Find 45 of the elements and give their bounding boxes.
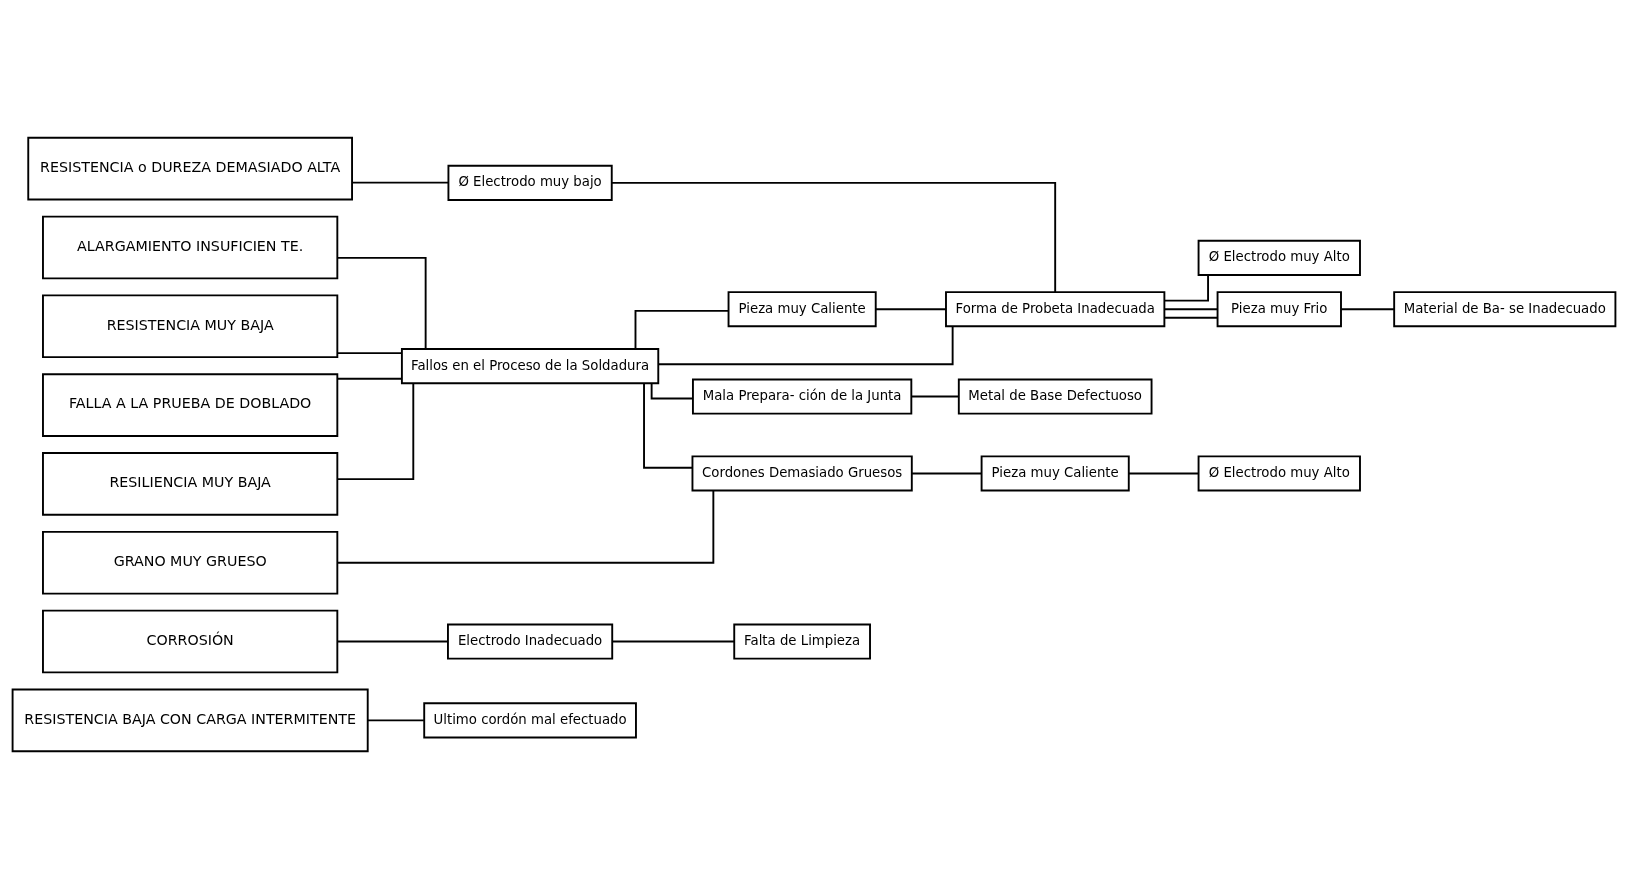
connector [657,325,954,366]
connector [336,382,415,481]
node-box: Ø Electrodo muy Alto [1197,455,1361,492]
connector [351,181,450,184]
connector [611,640,736,643]
node-box: Pieza muy Caliente [727,291,877,328]
connector [650,382,694,400]
connector [910,395,960,398]
node-box: RESISTENCIA MUY BAJA [42,294,339,359]
connector [336,489,715,564]
node-box: RESISTENCIA o DUREZA DEMASIADO ALTA [27,136,353,201]
connector [643,382,694,469]
node-box: Metal de Base Defectuoso [957,378,1153,415]
connector [1163,308,1219,311]
node-box: Ø Electrodo muy bajo [447,164,613,201]
node-box: GRANO MUY GRUESO [42,530,339,595]
connector [1127,472,1200,475]
connector [336,377,403,380]
connector [336,256,427,350]
connector [911,472,983,475]
node-box: Ultimo cordón mal efectuado [423,702,637,739]
connector [336,352,403,355]
node-box: Mala Prepara- ción de la Junta [691,378,913,415]
node-box: ALARGAMIENTO INSUFICIEN TE. [42,215,339,280]
node-box: Cordones Demasiado Gruesos [691,455,913,492]
node-box: Fallos en el Proceso de la Soldadura [400,348,660,385]
connector [366,719,425,722]
node-box: Pieza muy Frio [1216,291,1342,328]
connector [875,308,947,311]
node-box: Falta de Limpieza [733,623,871,660]
node-box: CORROSIÓN [42,609,339,674]
node-box: RESILIENCIA MUY BAJA [42,452,339,516]
node-box: Ø Electrodo muy Alto [1197,239,1361,276]
connector [1163,274,1209,302]
node-box: FALLA A LA PRUEBA DE DOBLADO [42,373,339,437]
node-box: Pieza muy Caliente [980,455,1130,492]
node-box: Forma de Probeta Inadecuada [945,291,1166,328]
node-box: Electrodo Inadecuado [447,623,614,660]
connector [634,309,730,350]
node-box: Material de Ba- se Inadecuado [1393,291,1617,328]
connector [610,181,1057,293]
connector [1340,308,1395,311]
connector [336,640,449,643]
node-box: RESISTENCIA BAJA CON CARGA INTERMITENTE [11,688,369,753]
connector [1163,316,1219,319]
